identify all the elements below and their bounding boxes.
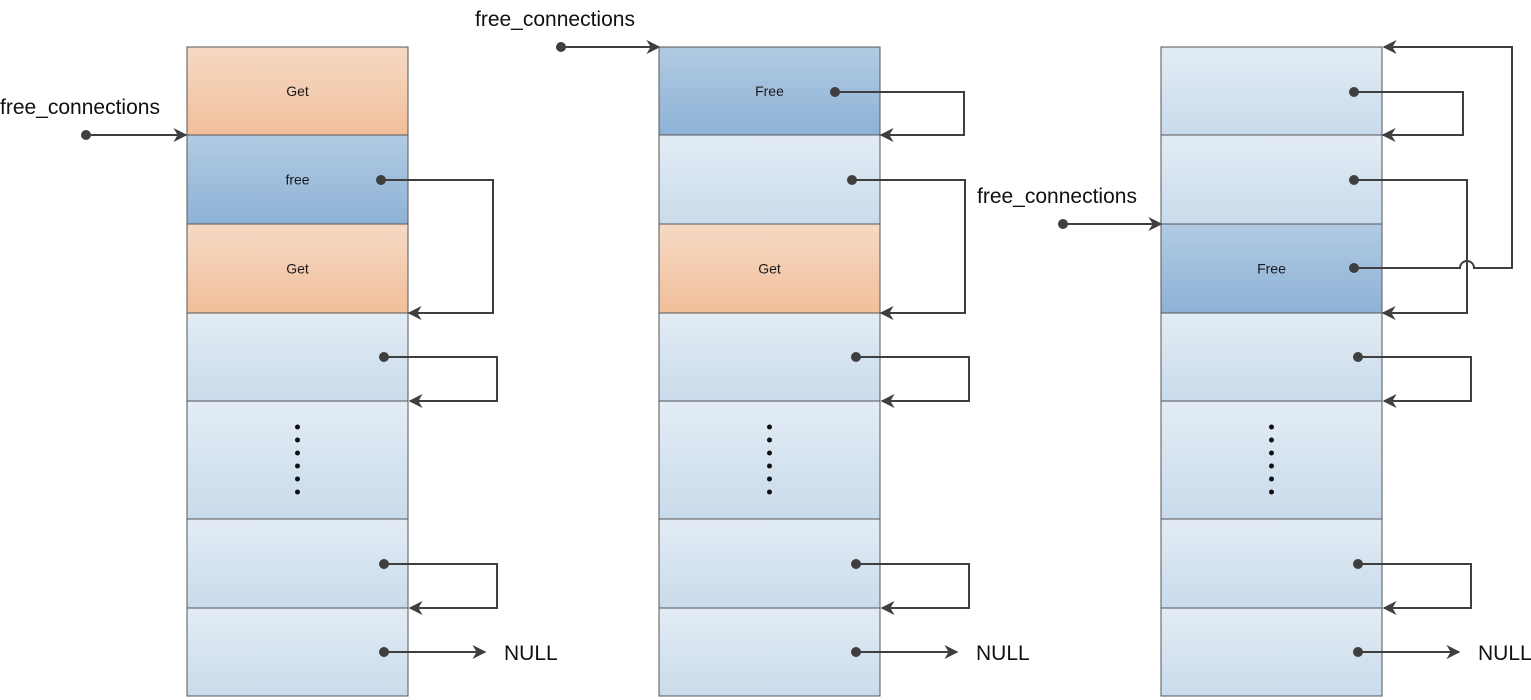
ellipsis-dot — [1269, 489, 1274, 495]
cell-col3-row2-empty — [1160, 134, 1383, 225]
cell-col2-row7-empty — [658, 607, 881, 697]
pointer-line — [381, 179, 494, 320]
ellipsis-dot — [767, 450, 772, 456]
cell-label-free: Free — [755, 83, 784, 99]
ellipsis-dot — [767, 437, 772, 443]
free-to-top-pointer — [1354, 40, 1513, 269]
cell-col1-row1-get — [186, 46, 409, 136]
ellipsis-dot — [295, 476, 300, 482]
labels-layer: free_connections free_connections free_c… — [0, 8, 1531, 665]
null-label-1: NULL — [504, 642, 558, 665]
pointer-line — [384, 356, 498, 408]
cell-label-free: free — [285, 172, 309, 188]
cell-col2-row4-empty — [658, 312, 881, 402]
cell-col1-row6-empty — [186, 518, 409, 609]
cell-col3-row6-empty — [1160, 518, 1383, 609]
cell-col3-row5-ellipsis — [1160, 400, 1383, 520]
free-connections-label-2: free_connections — [475, 8, 635, 31]
ellipsis-dot — [1269, 437, 1274, 443]
ellipsis-dot — [1269, 450, 1274, 456]
pointer-line — [852, 179, 966, 320]
cell-col3-row4-empty — [1160, 312, 1383, 402]
cell-label-free: Free — [1257, 261, 1286, 277]
ellipsis-dot — [295, 489, 300, 495]
pointer-line — [1354, 91, 1464, 142]
pointer-line — [1354, 179, 1468, 320]
pointer-lines-layer — [81, 40, 1513, 659]
free-connections-label-1: free_connections — [0, 96, 160, 119]
pointer-line — [856, 356, 970, 408]
cell-col1-row4-empty — [186, 312, 409, 402]
cell-col1-row7-empty — [186, 607, 409, 697]
cell-label-get: Get — [286, 83, 309, 99]
null-label-2: NULL — [976, 642, 1030, 665]
cell-col1-row5-ellipsis — [186, 400, 409, 520]
ellipsis-dot — [295, 424, 300, 430]
cell-col3-row7-empty — [1160, 607, 1383, 697]
ellipsis-dot — [1269, 463, 1274, 469]
cell-col3-row3-free — [1160, 223, 1383, 314]
pointer-line — [856, 563, 970, 615]
pointer-line — [1358, 356, 1472, 408]
ellipsis-dot — [767, 424, 772, 430]
cell-col3-row1-empty — [1160, 46, 1383, 136]
ellipsis-dot — [1269, 476, 1274, 482]
ellipsis-dot — [1269, 424, 1274, 430]
ellipsis-dot — [767, 476, 772, 482]
pointer-line — [835, 91, 965, 142]
cell-col2-row3-get — [658, 223, 881, 314]
cell-col2-row2-empty — [658, 134, 881, 225]
ellipsis-dot — [295, 463, 300, 469]
free-connections-label-3: free_connections — [977, 185, 1137, 208]
pointer-line — [1358, 563, 1472, 615]
ellipsis-dot — [295, 450, 300, 456]
ellipsis-dot — [767, 489, 772, 495]
cell-col1-row2-free — [186, 134, 409, 225]
cell-label-get: Get — [286, 261, 309, 277]
cell-col1-row3-get — [186, 223, 409, 314]
null-label-3: NULL — [1478, 642, 1531, 665]
pointer-line — [384, 563, 498, 615]
cell-col2-row5-ellipsis — [658, 400, 881, 520]
cell-label-get: Get — [758, 261, 781, 277]
ellipsis-dot — [295, 437, 300, 443]
ellipsis-dot — [767, 463, 772, 469]
cell-col2-row6-empty — [658, 518, 881, 609]
